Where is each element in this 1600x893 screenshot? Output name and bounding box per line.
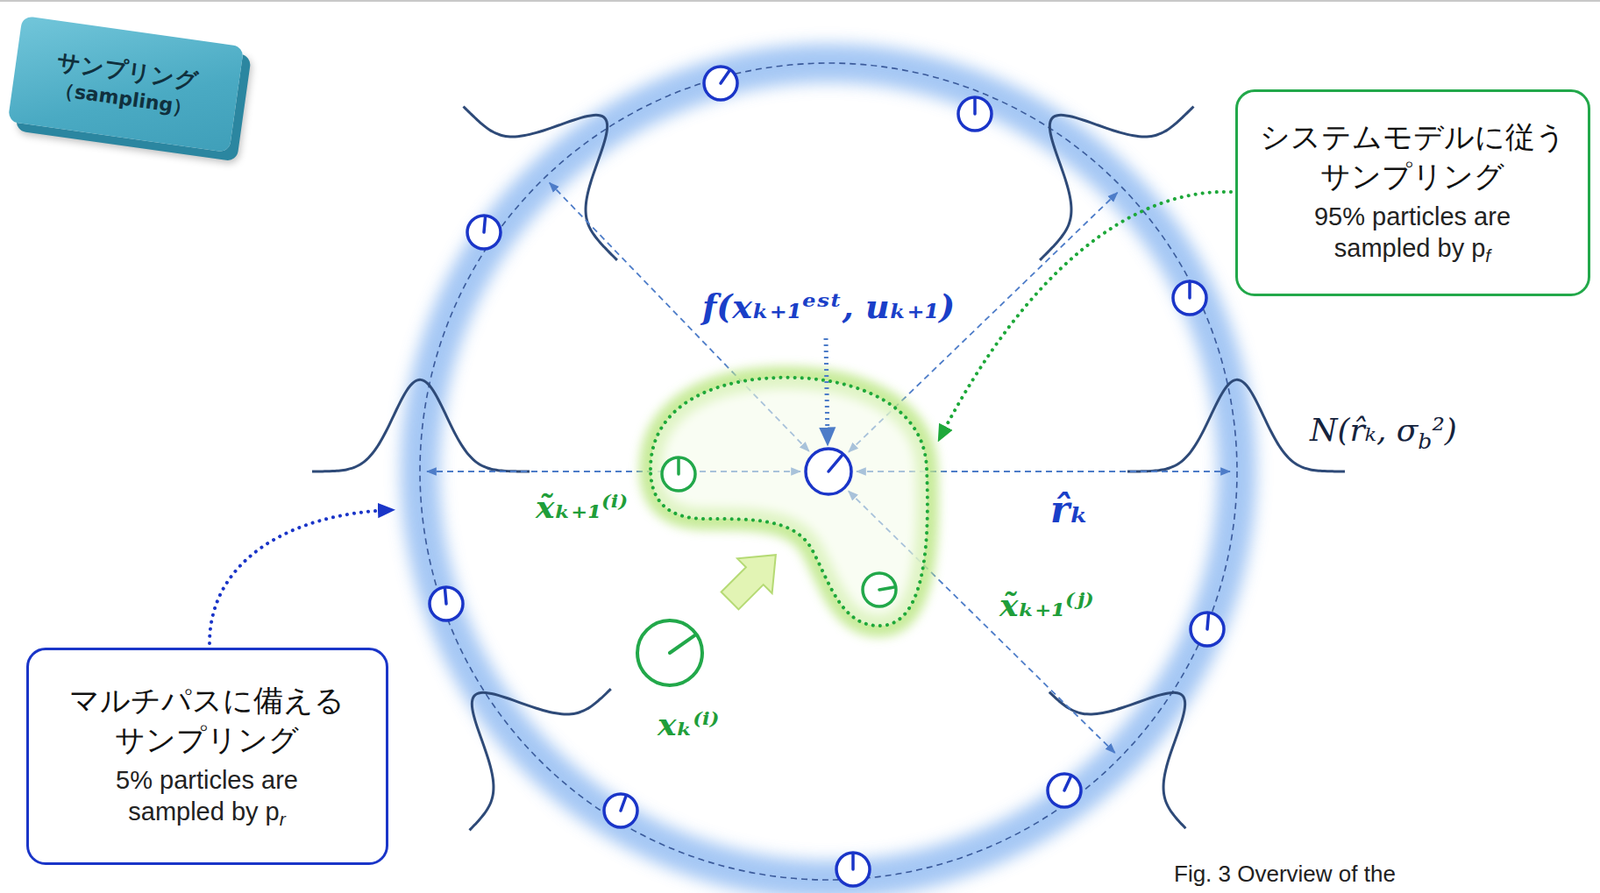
glow-ring	[419, 63, 1238, 881]
heading-tick	[1187, 283, 1192, 299]
particle	[604, 794, 638, 828]
particle-circle	[1190, 612, 1224, 647]
particle-circle	[467, 215, 501, 249]
callout-arrow	[939, 192, 1231, 439]
heading-tick	[620, 796, 626, 811]
particle-circle	[862, 573, 896, 607]
radius-label: r̂ₖ	[1050, 488, 1089, 533]
callout-box: システムモデルに従う サンプリング 95% particles are sampl…	[1235, 89, 1591, 297]
particle-label: xₖ⁽ⁱ⁾	[657, 705, 719, 744]
particle	[704, 66, 738, 100]
system-model-region	[650, 377, 928, 626]
heading-tick	[851, 854, 855, 870]
distribution-label: N(r̂ₖ, σ	[1309, 412, 1418, 448]
particle-circle	[604, 794, 638, 828]
heading-tick	[669, 635, 696, 654]
particle	[1047, 774, 1081, 808]
gaussian-curve	[469, 689, 612, 831]
particle	[1190, 612, 1224, 647]
text-line: 95% particles are sampled by pf	[1280, 200, 1544, 269]
particle	[661, 457, 696, 491]
heading-tick	[483, 217, 485, 233]
particle	[805, 448, 852, 495]
subscript: r	[279, 809, 286, 830]
particle	[958, 97, 992, 131]
gaussian-curve	[1039, 106, 1194, 260]
callout-arrow	[209, 510, 392, 644]
particle	[467, 215, 501, 249]
particle-circle	[1047, 774, 1081, 808]
heading-tick	[973, 99, 977, 114]
subscript: b	[1417, 428, 1432, 455]
particle-circle	[429, 587, 463, 621]
particle	[836, 853, 870, 887]
gaussian-curve	[312, 379, 530, 472]
dashed-ring	[419, 63, 1238, 881]
heading-tick	[720, 71, 730, 84]
pointer-arrow	[825, 338, 828, 442]
box-body: 95% particles are sampled by p	[1314, 202, 1511, 263]
heading-tick	[1207, 614, 1209, 630]
particle-label: x̃ₖ₊₁⁽ⁱ⁾	[535, 488, 628, 527]
math-group: N(r̂ₖ, σb²)	[1309, 411, 1458, 456]
particle-circle	[661, 457, 696, 491]
particle-circle	[805, 448, 852, 495]
function-label: f(xₖ₊₁ᵉˢᵗ, uₖ₊₁)	[702, 286, 955, 328]
gaussian-curve	[1049, 692, 1187, 830]
figure-caption: Fig. 3 Overview of the	[1173, 860, 1396, 889]
text-line: システムモデルに従う サンプリング	[1253, 117, 1572, 195]
particle-circle	[704, 66, 738, 100]
particle	[1173, 281, 1207, 315]
particle-circle	[637, 620, 703, 686]
particle-label: x̃ₖ₊₁⁽ʲ⁾	[999, 586, 1095, 625]
section-tab: サンプリング（sampling）	[7, 15, 243, 153]
particle	[862, 573, 896, 607]
heading-tick	[828, 455, 842, 472]
heading-tick	[879, 587, 895, 591]
box-heading: マルチパスに備える サンプリング	[69, 682, 345, 757]
heading-tick	[1064, 777, 1071, 791]
box-body: 5% particles are sampled by p	[115, 766, 299, 826]
block-arrow	[712, 537, 794, 619]
heading-tick	[445, 589, 447, 605]
gaussian-curve	[463, 106, 618, 260]
subscript: f	[1485, 245, 1491, 266]
particle-circle	[1173, 281, 1207, 315]
particle-circle	[958, 97, 992, 131]
particle-circle	[836, 853, 870, 887]
heading-tick	[676, 459, 681, 475]
top-rule	[0, 0, 1600, 2]
text-line: 5% particles are sampled by pr	[75, 764, 339, 832]
distribution-label: ²)	[1431, 412, 1457, 448]
blob-glow	[650, 377, 928, 626]
callout-box: マルチパスに備える サンプリング 5% particles are sampled…	[26, 647, 389, 866]
text-line: マルチパスに備える サンプリング	[44, 681, 370, 759]
particle	[429, 587, 463, 621]
box-heading: システムモデルに従う サンプリング	[1259, 119, 1566, 193]
particle	[637, 620, 703, 686]
